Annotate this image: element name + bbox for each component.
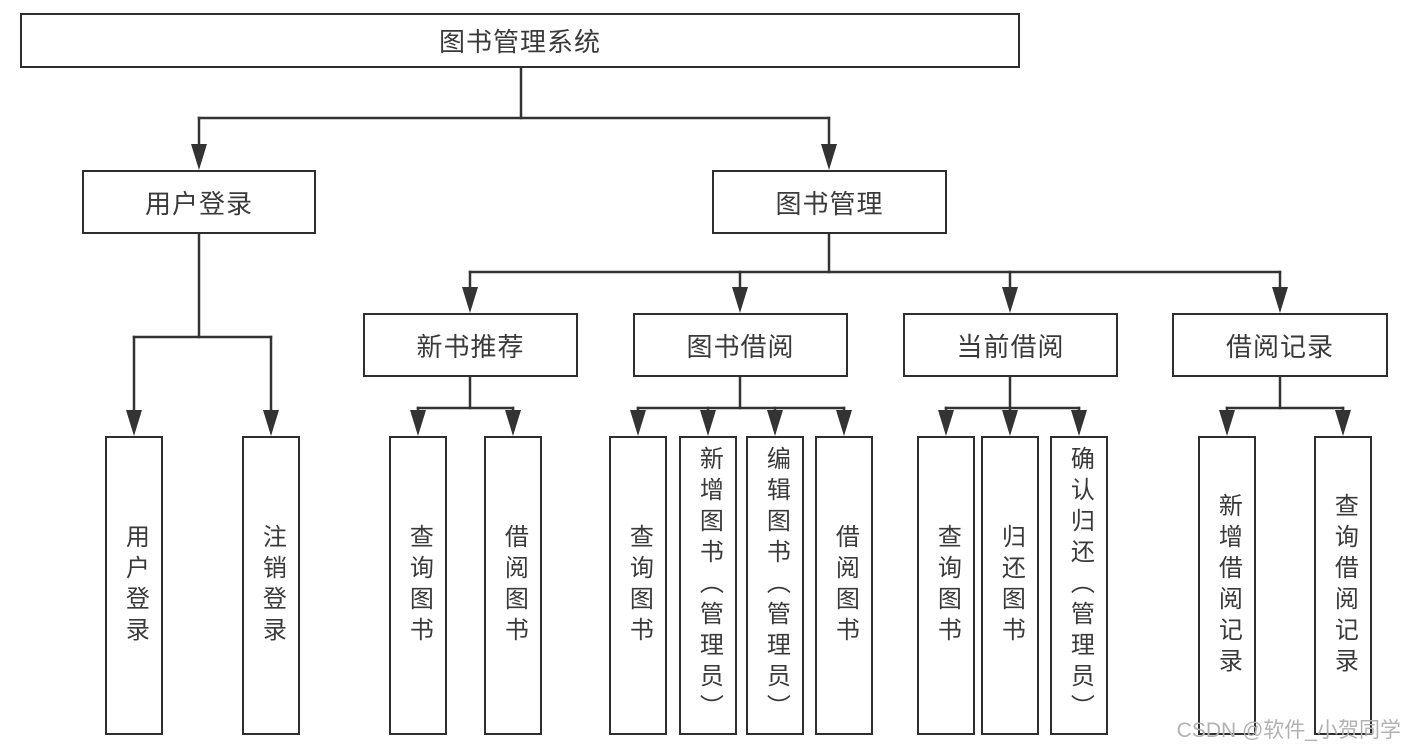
node-book-management: 图书管理 [712, 170, 947, 234]
arrowheads [126, 144, 1351, 436]
leaf-user-login: 用户登录 [105, 436, 163, 735]
node-book-management-label: 图书管理 [775, 188, 884, 219]
node-borrow-records-label: 借阅记录 [1225, 331, 1334, 362]
node-new-book-recommend: 新书推荐 [363, 313, 578, 377]
csdn-watermark: CSDN @软件_小贺同学 [1176, 719, 1401, 742]
leaf-confirm-return-admin: 确认归还（管理员） [1050, 436, 1108, 735]
leaf-edit-book-admin: 编辑图书（管理员） [746, 436, 804, 735]
leaf-add-borrow-record: 新增借阅记录 [1198, 436, 1256, 735]
leaf-borrow-book-1-label: 借阅图书 [500, 523, 528, 648]
leaf-add-book-admin: 新增图书（管理员） [679, 436, 737, 735]
node-user-login-label: 用户登录 [144, 188, 253, 219]
leaf-query-book-2-label: 查询图书 [625, 523, 653, 648]
leaf-query-borrow-record: 查询借阅记录 [1314, 436, 1372, 735]
leaf-return-book: 归还图书 [981, 436, 1039, 735]
leaf-edit-book-admin-label: 编辑图书（管理员） [762, 446, 790, 725]
leaf-logout-label: 注销登录 [258, 523, 286, 648]
leaf-query-book-3: 查询图书 [917, 436, 975, 735]
node-current-borrow-label: 当前借阅 [956, 331, 1065, 362]
leaf-query-book-2: 查询图书 [609, 436, 667, 735]
node-root-label: 图书管理系统 [438, 27, 601, 57]
leaf-logout: 注销登录 [242, 436, 300, 735]
node-current-borrow: 当前借阅 [903, 313, 1118, 377]
leaf-add-borrow-record-label: 新增借阅记录 [1214, 492, 1242, 679]
node-root: 图书管理系统 [20, 13, 1020, 68]
leaf-return-book-label: 归还图书 [997, 523, 1025, 648]
node-book-borrow-label: 图书借阅 [686, 331, 795, 362]
leaf-user-login-label: 用户登录 [121, 523, 149, 648]
leaf-query-book-3-label: 查询图书 [933, 523, 961, 648]
node-book-borrow: 图书借阅 [633, 313, 848, 377]
node-borrow-records: 借阅记录 [1172, 313, 1388, 377]
leaf-borrow-book-1: 借阅图书 [484, 436, 542, 735]
leaf-borrow-book-2: 借阅图书 [815, 436, 873, 735]
leaf-add-book-admin-label: 新增图书（管理员） [695, 446, 723, 725]
leaf-borrow-book-2-label: 借阅图书 [831, 523, 859, 648]
leaf-query-book-1-label: 查询图书 [405, 523, 433, 648]
node-user-login: 用户登录 [82, 170, 316, 234]
leaf-query-borrow-record-label: 查询借阅记录 [1330, 492, 1358, 679]
leaf-confirm-return-admin-label: 确认归还（管理员） [1066, 446, 1094, 725]
leaf-query-book-1: 查询图书 [389, 436, 447, 735]
node-new-book-recommend-label: 新书推荐 [416, 331, 525, 362]
